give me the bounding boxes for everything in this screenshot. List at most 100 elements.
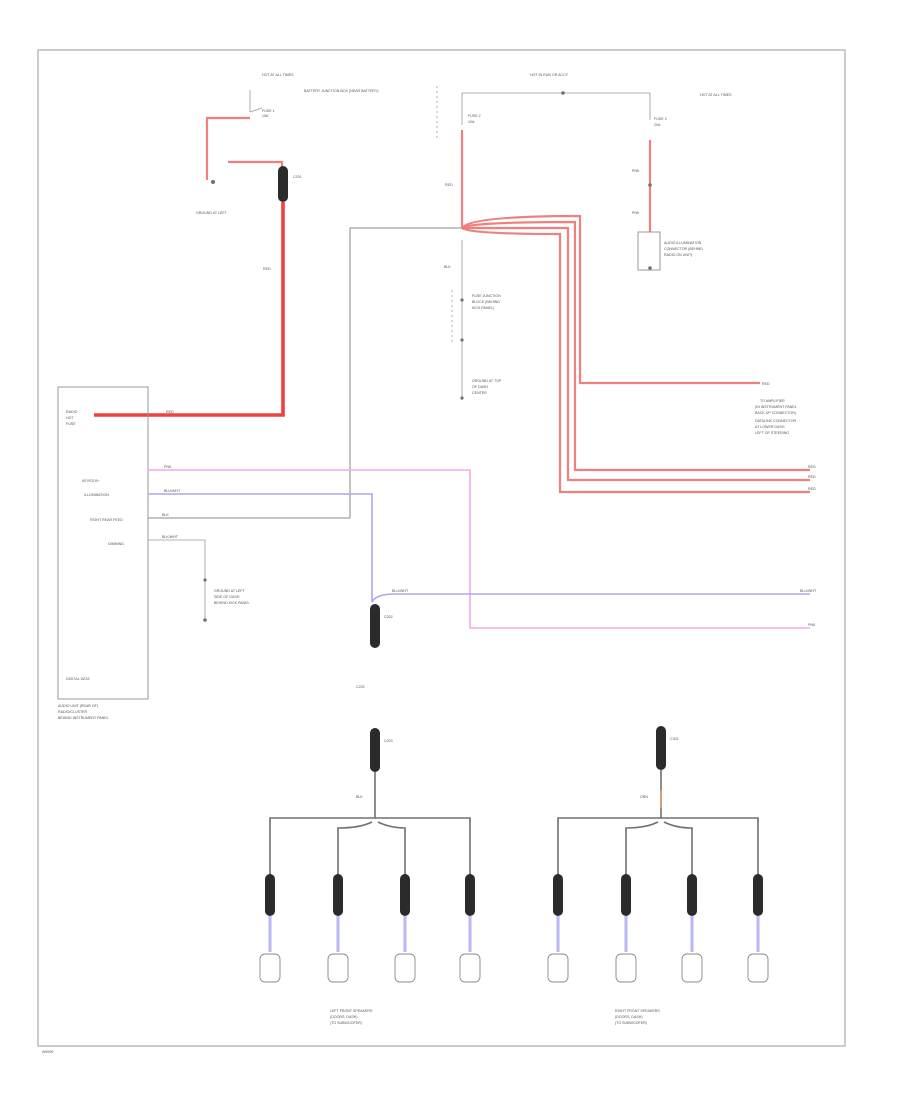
right-caption-1: RIGHT FRONT SPEAKERS xyxy=(615,1009,660,1013)
audio-pin-2: HOT xyxy=(66,416,74,420)
audio-pin-1: RADIO xyxy=(66,410,78,414)
wire-red-fan-4 xyxy=(461,227,810,494)
right-speaker-2 xyxy=(615,874,637,983)
audio-line-2: ILLUMINATION xyxy=(84,493,109,497)
left-speaker-2 xyxy=(327,874,349,983)
ground-left-1: GROUND AT LEFT xyxy=(214,589,246,593)
right-caption-2: (DOORS, DASH) xyxy=(615,1015,643,1019)
audio-line-4: DIMMING xyxy=(108,542,124,546)
fuse2-label: FUSE 2 xyxy=(468,114,481,118)
lamp-caption: GROUND AT LEFT xyxy=(196,211,228,215)
junction-2: BLOCK (BEHIND xyxy=(472,300,500,304)
ground-left-3: BEHIND KICK PANEL xyxy=(214,601,249,605)
indicator-note-3: RADIO ON UNIT) xyxy=(664,253,692,257)
junction-3: KICK PANEL) xyxy=(472,306,494,310)
right-block-4: DATALINK CONNECTOR xyxy=(755,419,797,423)
right-block-5: AT LOWER DASH xyxy=(755,425,785,429)
connector-c2-label: C202 xyxy=(384,615,393,619)
pink-label: PNK xyxy=(164,465,172,469)
left-speaker-3 xyxy=(394,874,416,983)
audio-pin-3: FUSE xyxy=(66,422,76,426)
blue-label: BLU/WHT xyxy=(164,489,181,493)
fan-label-1: RED xyxy=(762,382,770,386)
audio-unit-box xyxy=(57,386,149,700)
wire-left-bus xyxy=(375,817,471,876)
fuse1-rating: 15A xyxy=(262,114,269,118)
left-caption-2: (DOORS, DASH) xyxy=(330,1015,358,1019)
left-caption-3: (TO SUBWOOFER) xyxy=(330,1021,362,1025)
wire-red-fuse1 xyxy=(205,116,250,180)
wire-left-3 xyxy=(377,821,406,876)
ground-top-3: CENTER xyxy=(472,391,487,395)
right-block-1: TO AMPLIFIER xyxy=(760,399,785,403)
connector-middle xyxy=(370,604,380,648)
audio-line-1: KEYED B+ xyxy=(82,479,100,483)
wire-red-fan-3 xyxy=(462,226,810,482)
wire-blue-audio xyxy=(148,493,810,603)
fuse-hot-at-all-times-2: HOT AT ALL TIMES FUSE 3 20A xyxy=(649,93,732,127)
wire-right-2 xyxy=(625,821,659,876)
fuse1-header: HOT AT ALL TIMES xyxy=(262,73,294,77)
right-caption-3: (TO SUBWOOFER) xyxy=(615,1021,647,1025)
fuse2-header: HOT IN RUN OR ACCY xyxy=(530,73,569,77)
left-speaker-4 xyxy=(459,874,481,983)
fan-label-4: RED xyxy=(808,487,816,491)
fuse3-rating: 20A xyxy=(654,123,661,127)
pink-label-2: PNK xyxy=(808,623,816,627)
audio-caption-1: AUDIO UNIT (REAR OF) xyxy=(58,704,98,708)
audio-caption-2: RADIO/CLUSTER xyxy=(58,710,88,714)
corner-code: W9999 xyxy=(42,1050,53,1054)
right-speaker-1 xyxy=(547,874,569,983)
right-fuse-wire-label: PNK xyxy=(632,169,640,173)
right-trunk-label: ORN xyxy=(640,795,648,799)
connector-left-group xyxy=(370,728,380,772)
blkwht-label: BLK/WHT xyxy=(162,535,179,539)
indicator-note-2: CONNECTOR (BEHIND xyxy=(664,247,703,251)
connector-c1-label: C201 xyxy=(293,175,302,179)
wire-red-main xyxy=(94,202,285,417)
fuse3-header: HOT AT ALL TIMES xyxy=(700,93,732,97)
audio-caption-3: BEHIND INSTRUMENT PANEL xyxy=(58,716,109,720)
audio-footer-1: DIGITAL DATA xyxy=(66,677,90,681)
wire-right-bus xyxy=(661,817,759,876)
left-caption-1: LEFT FRONT SPEAKERS xyxy=(330,1009,373,1013)
wire-red-fuse1b xyxy=(228,160,284,178)
wire-red-fan-1 xyxy=(461,214,760,385)
connector-c2-label-2: C202 xyxy=(356,685,365,689)
black-label: BLK xyxy=(162,513,169,517)
wire-ground-audio xyxy=(148,539,206,618)
left-speaker-1 xyxy=(259,874,281,983)
diagram-frame xyxy=(37,49,846,1047)
right-block-3: BACK UP CONNECTOR) xyxy=(755,411,796,415)
right-block-6: LEFT OF STEERING xyxy=(755,431,789,435)
connector-top-left xyxy=(278,166,288,202)
right-fuse-wire-label-2: PNK xyxy=(632,211,640,215)
right-speaker-3 xyxy=(681,874,703,983)
wire-red-label: RED xyxy=(263,267,271,271)
wire-red-label-2: RED xyxy=(166,410,174,414)
indicator-note-1: AUDIO ILLUMINATION xyxy=(664,241,702,245)
connector-c4-label: C301 xyxy=(670,737,679,741)
wire-black-illum xyxy=(148,227,462,519)
wire-left-2 xyxy=(337,821,373,876)
audio-unit: RADIO HOT FUSE KEYED B+ ILLUMINATION RIG… xyxy=(57,386,149,720)
left-trunk-label: BLK xyxy=(356,795,363,799)
fuse2-wire-label: RED xyxy=(445,183,453,187)
center-wire-label: BLK xyxy=(444,265,451,269)
fuse-hot-in-run: HOT IN RUN OR ACCY FUSE 2 10A xyxy=(436,73,650,140)
wire-red-fan-2 xyxy=(461,220,810,472)
wire-right-3 xyxy=(663,821,693,876)
right-block-2: (IN INSTRUMENT PANEL xyxy=(755,405,797,409)
junction-1: FUSE JUNCTION xyxy=(472,294,501,298)
wire-right-trunk xyxy=(557,770,662,876)
fuse3-label: FUSE 3 xyxy=(654,117,667,121)
fuse2-rating: 10A xyxy=(468,120,475,124)
fan-label-2: RED xyxy=(808,465,816,469)
ground-left-2: SIDE OF DASH xyxy=(214,595,240,599)
ground-top-1: GROUND AT TOP xyxy=(472,379,502,383)
blue-label-2: BLU/WHT xyxy=(392,589,409,593)
fuse-hot-at-all-times: HOT AT ALL TIMES FUSE 1 15A BATTERY JUNC… xyxy=(249,73,379,118)
indicator-box xyxy=(637,231,661,271)
fan-label-3: RED xyxy=(808,475,816,479)
